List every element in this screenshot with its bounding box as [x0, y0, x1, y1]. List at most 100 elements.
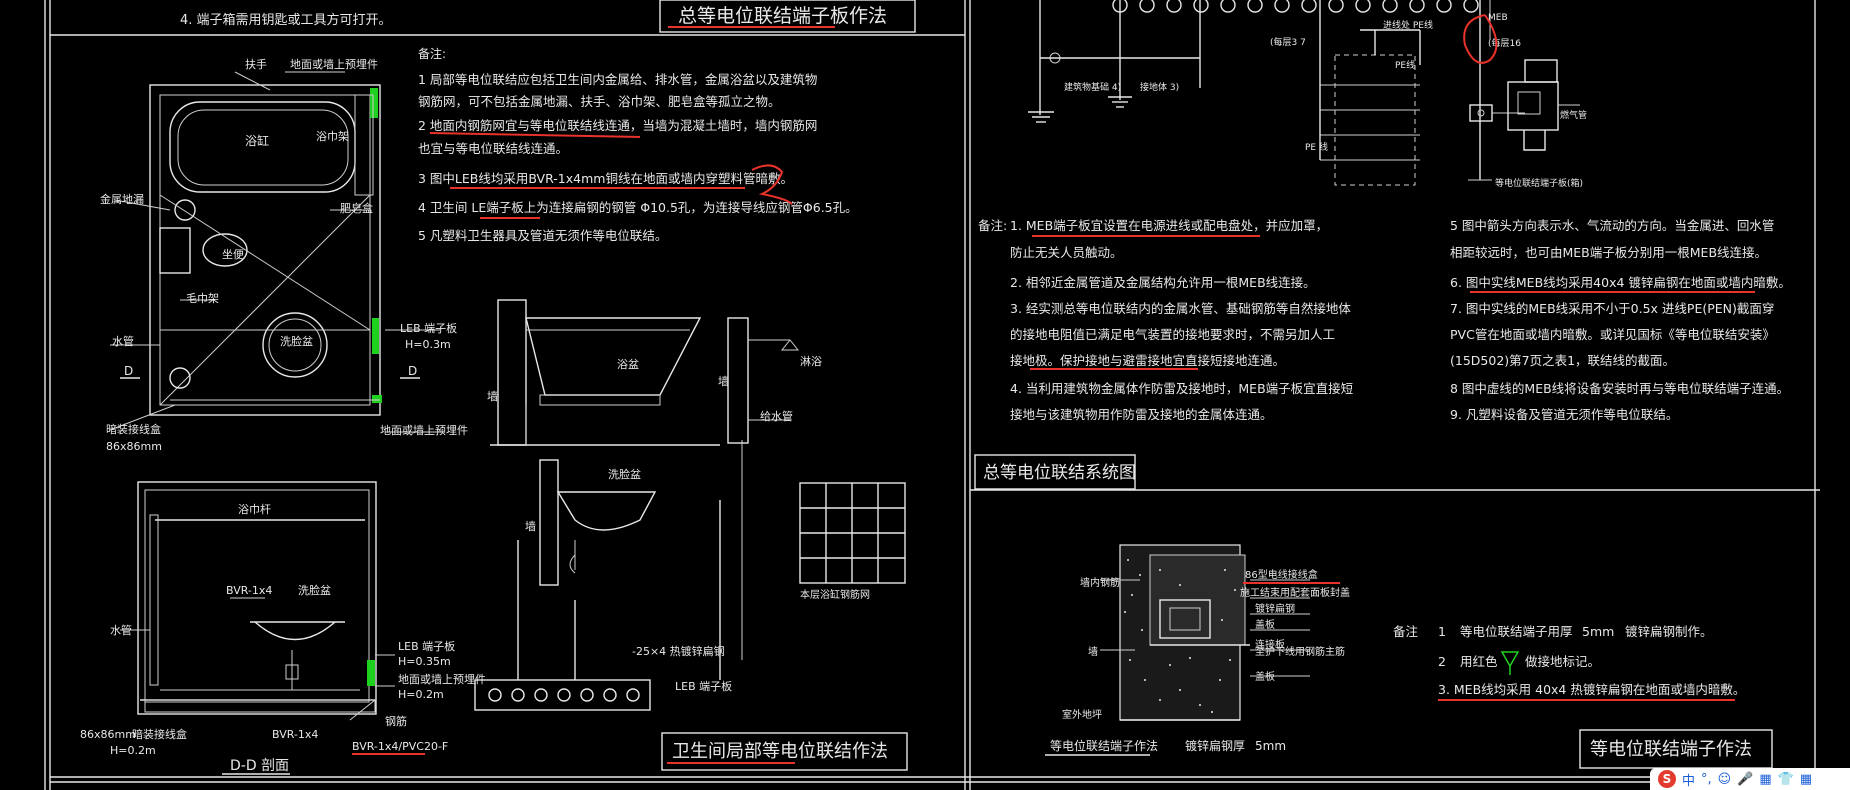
terminal-note-1: 等电位联结端子用厚: [1460, 624, 1573, 639]
menu-grid-icon[interactable]: ▦: [1799, 771, 1813, 787]
skin-icon[interactable]: 👕: [1777, 771, 1794, 787]
label-earth2: 接地体 3): [1140, 81, 1179, 93]
system-note-left: 接地极。保护接地与避雷接地宜直接短接地连通。: [1010, 353, 1285, 368]
label-washbasin: 洗脸盆: [280, 334, 313, 348]
system-note-right: 9. 凡塑料设备及管道无须作等电位联结。: [1450, 407, 1678, 422]
system-note-right: 相距较远时，也可由MEB端子板分别用一根MEB线连接。: [1450, 245, 1767, 260]
label-metal-drain: 金属地漏: [100, 192, 144, 206]
title-terminal-box: 等电位联结端子作法: [1590, 739, 1752, 760]
label-terminal-wall: 墙: [1088, 645, 1098, 658]
caption-terminal-mid: 镀锌扁钢厚: [1185, 739, 1245, 753]
bathroom-note-line: 也宜与等电位联结线连通。: [418, 141, 568, 156]
label-section-basin: 洗脸盆: [298, 583, 331, 597]
label-leb-box: LEB 端子板: [400, 321, 457, 335]
ime-toolbar: S 中 °, ☺ 🎤 ▦ 👕 ▦: [1650, 768, 1850, 790]
label-section-water: 水管: [110, 623, 132, 637]
meb-system-diagram: [1028, 0, 1580, 186]
dd-section-labels: 浴巾杆 BVR-1x4 洗脸盆 水管 LEB 端子板 H=0.35m 地面或墙上…: [80, 502, 486, 775]
lang-toggle-button[interactable]: 中: [1682, 773, 1696, 789]
bathroom-note-line: 1 局部等电位联结应包括卫生间内金属给、排水管，金属浴盆以及建筑物: [418, 72, 817, 87]
drawing-frame: [44, 0, 1820, 790]
system-note-left: 1. MEB端子板宜设置在电源进线或配电盘处，并应加罩，: [1010, 218, 1328, 233]
bathroom-notes: 备注: 1 局部等电位联结应包括卫生间内金属给、排水管，金属浴盆以及建筑物 钢筋…: [418, 46, 858, 243]
top-left-note: 4. 端子箱需用钥匙或工具方可打开。: [180, 12, 392, 28]
bathroom-note-line: 5 凡塑料卫生器具及管道无须作等电位联结。: [418, 228, 667, 243]
caption-terminal-right: 5mm: [1255, 739, 1286, 753]
label-bvr: BVR-1x4: [226, 584, 272, 597]
label-elec: 进线处 PE线: [1383, 19, 1433, 31]
bathroom-notes-heading: 备注:: [418, 46, 446, 61]
punctuation-icon[interactable]: °,: [1701, 771, 1712, 787]
label-box-size-2: 86x86mm: [80, 728, 136, 741]
system-note-left: 接地与该建筑物用作防雷及接地的金属体连通。: [1010, 407, 1273, 422]
bathroom-note-line: 4 卫生间 LE端子板上为连接扁钢的钢管 Φ10.5孔，为连接导线应钢管Φ6.5…: [418, 200, 858, 215]
system-note-right: 7. 图中实线的MEB线采用不小于0.5x 进线PE(PEN)截面穿: [1450, 301, 1774, 316]
label-pe2: PE 线: [1305, 141, 1328, 153]
label-bvr-pvc: BVR-1x4/PVC20-F: [352, 740, 448, 753]
label-floor-mesh: 至护下线用钢筋主筋: [1255, 645, 1345, 658]
leb-terminal-bar: [474, 679, 651, 711]
label-bathtub: 浴缸: [245, 133, 269, 148]
label-meb-spec: (每层3 7: [1270, 36, 1306, 48]
label-fitting: 等电位联结端子板(箱): [1495, 177, 1583, 189]
emoji-icon[interactable]: ☺: [1717, 771, 1732, 787]
bathroom-note-line: 钢筋网，可不包括金属地漏、扶手、浴巾架、肥皂盒等孤立之物。: [418, 94, 781, 109]
label-h02: H=0.2m: [398, 688, 444, 701]
label-box-86: 86型电线接线盒: [1245, 568, 1318, 581]
terminal-notes-heading: 备注: [1393, 624, 1419, 639]
system-note-right: 5 图中箭头方向表示水、气流动的方向。当金属进、回水管: [1450, 218, 1774, 233]
microphone-icon[interactable]: 🎤: [1737, 771, 1754, 787]
terminal-note-1c: 镀锌扁钢制作。: [1625, 624, 1713, 639]
label-flat: 镀锌扁钢: [1255, 602, 1295, 615]
meb-system-notes: 备注: 1. MEB端子板宜设置在电源进线或配电盘处，并应加罩， 防止无关人员触…: [978, 218, 1791, 422]
speckle-pattern: [1124, 559, 1236, 713]
system-notes-heading: 备注:: [978, 218, 1007, 233]
label-elev-wall3: 墙: [525, 519, 536, 533]
bathroom-note-line: 3 图中LEB线均采用BVR-1x4mm铜线在地面或墙内穿塑料管暗敷。: [418, 171, 793, 186]
handwritten-mark: [751, 164, 793, 205]
title-box-top: 总等电位联结端子板作法: [659, 0, 916, 33]
mesh-grid: [799, 482, 906, 584]
label-fix: 施工结束用配套面板封盖: [1240, 586, 1350, 599]
title-top-partial: 总等电位联结端子板作法: [678, 5, 887, 27]
label-earth1: 建筑物基础 4): [1064, 81, 1121, 93]
dd-section-title: D-D 剖面: [230, 758, 289, 774]
system-note-right: PVC管在地面或墙内暗敷。或详见国标《等电位联结安装》: [1450, 327, 1775, 342]
label-elev-pipe: 给水管: [760, 409, 793, 423]
label-cap: 盖板: [1255, 670, 1275, 683]
label-meb-count: MEB: [1488, 13, 1508, 23]
label-gas: 燃气管: [1560, 109, 1587, 121]
system-note-left: 4. 当利用建筑物金属体作防雷及接地时，MEB端子板宜直接短: [1010, 381, 1353, 396]
label-elev-flat: -25×4 热镀锌扁钢: [632, 644, 725, 658]
label-section-leb: LEB 端子板: [398, 639, 455, 653]
label-cover: 盖板: [1255, 618, 1275, 631]
label-elev-leb: LEB 端子板: [675, 679, 732, 693]
label-elev-shower: 淋浴: [800, 355, 822, 368]
keyboard-icon[interactable]: ▦: [1759, 771, 1772, 787]
terminal-note-2b: 做接地标记。: [1525, 654, 1600, 669]
system-note-left: 的接地电阻值已满足电气装置的接地要求时，不需另加人工: [1010, 327, 1335, 342]
label-d-left: D: [124, 364, 133, 378]
label-h02b: H=0.2m: [110, 744, 156, 757]
system-note-right: (15D502)第7页之表1，联结线的截面。: [1450, 353, 1675, 368]
label-embed: 地面或墙上预埋件: [398, 672, 486, 686]
system-note-right: 6. 图中实线MEB线均采用40x4 镀锌扁钢在地面或墙内暗敷。: [1450, 275, 1791, 290]
title-bathroom: 卫生间局部等电位联结作法: [672, 741, 888, 762]
label-towel-bar: 浴巾杆: [238, 502, 271, 516]
label-water-pipe: 水管: [112, 334, 134, 348]
terminal-note-1b: 5mm: [1582, 624, 1614, 639]
terminal-note-1-num: 1: [1438, 624, 1446, 639]
label-towel: 浴巾架: [316, 129, 349, 143]
label-handrail: 扶手: [245, 57, 267, 71]
label-elev-mesh: 本层浴缸钢筋网: [800, 588, 870, 601]
label-h035: H=0.35m: [398, 655, 451, 668]
terminal-note-2-num: 2: [1438, 654, 1446, 669]
label-elev-wall1: 墙: [487, 389, 498, 403]
sogou-logo-icon[interactable]: S: [1658, 770, 1676, 788]
label-leb-up2: 地面或墙上预埋件: [380, 423, 468, 437]
label-pe: PE线: [1395, 59, 1415, 71]
label-elev-wall2: 墙: [718, 374, 729, 388]
system-note-left: 3. 经实测总等电位联结内的金属水管、基础钢筋等自然接地体: [1010, 301, 1351, 316]
bathroom-note-line: 2 地面内钢筋网宜与等电位联结线连通，当墙为混凝土墙时，墙内钢筋网: [418, 118, 817, 133]
